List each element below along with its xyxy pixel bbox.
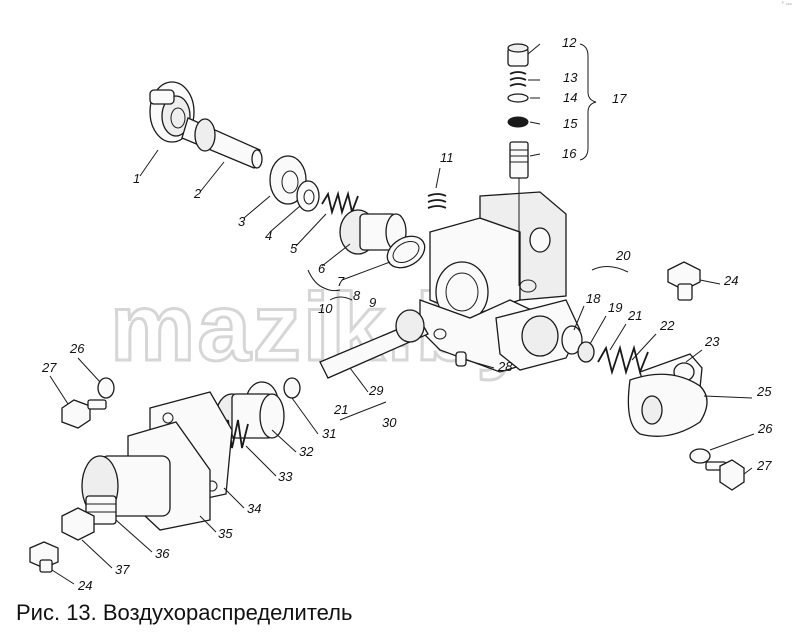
corner-mark: ° ▫▫▫ bbox=[781, 2, 792, 8]
callout-24b: 24 bbox=[77, 578, 92, 593]
callout-34: 34 bbox=[247, 501, 261, 516]
part-14-washer bbox=[507, 93, 529, 103]
part-27-bolt-left bbox=[61, 399, 107, 429]
part-24-screw-right bbox=[667, 261, 701, 301]
callout-37: 37 bbox=[115, 562, 130, 577]
callout-31: 31 bbox=[322, 426, 336, 441]
figure-caption: Рис. 13. Воздухораспределитель bbox=[16, 600, 353, 625]
bracket-17 bbox=[579, 43, 597, 161]
part-8-10-clips bbox=[307, 269, 353, 301]
callout-12: 12 bbox=[562, 35, 577, 50]
callout-4: 4 bbox=[265, 228, 272, 243]
part-21-22-spring bbox=[597, 344, 649, 376]
callout-21b: 21 bbox=[333, 402, 348, 417]
callout-30: 30 bbox=[382, 415, 397, 430]
callout-21: 21 bbox=[627, 308, 642, 323]
part-28-pin bbox=[455, 351, 467, 367]
callout-25: 25 bbox=[756, 384, 772, 399]
callout-28: 28 bbox=[497, 359, 513, 374]
callout-15: 15 bbox=[563, 116, 578, 131]
part-18-19-valve bbox=[561, 325, 595, 363]
part-15-disc bbox=[507, 116, 529, 128]
part-20-pointer bbox=[591, 266, 629, 273]
main-body bbox=[419, 191, 581, 373]
part-4-ring bbox=[296, 180, 320, 212]
callout-18: 18 bbox=[586, 291, 601, 306]
callout-36: 36 bbox=[155, 546, 170, 561]
part-7-seal-ring bbox=[386, 235, 426, 269]
callout-20: 20 bbox=[615, 248, 631, 263]
part-26-washer-right bbox=[689, 448, 711, 464]
callout-27: 27 bbox=[756, 458, 772, 473]
callout-7: 7 bbox=[337, 274, 345, 289]
part-37-hex-fitting bbox=[61, 507, 95, 541]
callout-17: 17 bbox=[612, 91, 627, 106]
part-5-spring bbox=[321, 190, 359, 216]
part-2-rod bbox=[181, 117, 263, 169]
part-24-screw-left bbox=[29, 541, 59, 573]
callout-1: 1 bbox=[133, 171, 140, 186]
callout-27b: 27 bbox=[41, 360, 57, 375]
part-12-cap bbox=[507, 43, 529, 67]
part-35-flange-body bbox=[81, 421, 211, 531]
part-16-nipple bbox=[509, 141, 529, 286]
callout-33: 33 bbox=[278, 469, 293, 484]
callout-3: 3 bbox=[238, 214, 246, 229]
callout-24: 24 bbox=[723, 273, 738, 288]
callout-8: 8 bbox=[353, 288, 361, 303]
callout-35: 35 bbox=[218, 526, 233, 541]
callout-19: 19 bbox=[608, 300, 622, 315]
callout-32: 32 bbox=[299, 444, 314, 459]
callout-6: 6 bbox=[318, 261, 326, 276]
callout-13: 13 bbox=[563, 70, 578, 85]
part-26-washer-left bbox=[97, 377, 115, 399]
callout-23: 23 bbox=[704, 334, 720, 349]
part-30-clip bbox=[339, 401, 387, 421]
callout-11: 11 bbox=[440, 150, 454, 165]
callout-10: 10 bbox=[318, 301, 333, 316]
callout-16: 16 bbox=[562, 146, 577, 161]
part-27-bolt-right bbox=[705, 459, 745, 491]
callout-14: 14 bbox=[563, 90, 577, 105]
part-13-spring bbox=[509, 71, 527, 87]
callout-9: 9 bbox=[369, 295, 376, 310]
callout-29: 29 bbox=[368, 383, 383, 398]
callout-22: 22 bbox=[659, 318, 675, 333]
callout-2: 2 bbox=[193, 186, 202, 201]
callout-26b: 26 bbox=[69, 341, 85, 356]
part-25-cover bbox=[627, 373, 708, 437]
leader-lines bbox=[49, 43, 755, 585]
callout-26: 26 bbox=[757, 421, 773, 436]
part-11-spring bbox=[427, 193, 447, 209]
part-1-housing-cap bbox=[149, 81, 195, 143]
part-29-rod bbox=[319, 309, 429, 379]
callout-5: 5 bbox=[290, 241, 298, 256]
